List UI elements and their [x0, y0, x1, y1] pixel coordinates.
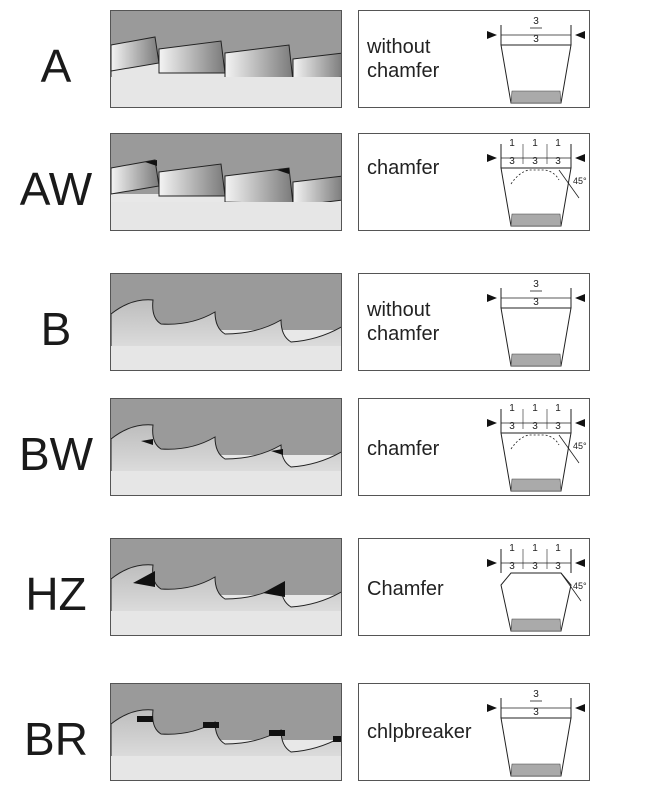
- spec-label: without chamfer: [367, 299, 440, 345]
- tooth-profile-drawing: [111, 134, 341, 230]
- tooth-profile-drawing: [111, 539, 341, 635]
- svg-text:1: 1: [532, 403, 538, 414]
- svg-text:3: 3: [555, 156, 561, 167]
- svg-text:3: 3: [533, 297, 539, 308]
- tooth-profile-drawing: [111, 274, 341, 370]
- svg-text:3: 3: [533, 279, 539, 290]
- tooth-code-label: BW: [18, 428, 94, 480]
- svg-text:1: 1: [509, 138, 515, 149]
- svg-text:3: 3: [509, 561, 515, 572]
- tooth-profile-box: [110, 538, 342, 636]
- chamfer-angle: 45°: [573, 441, 587, 451]
- spec-box: chamfer 1 3 1 3 1 3 45°: [358, 133, 590, 231]
- tooth-geometry-diagram: 1 3 1 3 1 3 45°: [487, 138, 587, 227]
- spec-label: chamfer: [367, 438, 440, 460]
- tooth-code-label: BR: [24, 713, 88, 765]
- svg-text:1: 1: [555, 543, 561, 554]
- svg-text:1: 1: [555, 403, 561, 414]
- tooth-geometry-diagram: 3 3: [487, 279, 585, 367]
- svg-text:3: 3: [509, 156, 515, 167]
- tooth-code-label: HZ: [25, 568, 87, 620]
- svg-text:3: 3: [532, 561, 538, 572]
- svg-text:1: 1: [532, 138, 538, 149]
- tooth-code-label: AW: [19, 163, 93, 215]
- tooth-profile-box: [110, 273, 342, 371]
- tooth-code-label: A: [40, 40, 72, 92]
- spec-box: without chamfer 3 3: [358, 273, 590, 371]
- spec-box: chamfer 1 3 1 3 1 3 45°: [358, 398, 590, 496]
- tooth-profile-drawing: [111, 684, 341, 780]
- tooth-geometry-diagram: 3 3: [487, 689, 585, 777]
- spec-label: chlpbreaker: [367, 721, 472, 743]
- chipbreaker-marker: [137, 716, 153, 722]
- svg-text:3: 3: [555, 421, 561, 432]
- tooth-code-label: B: [40, 303, 72, 355]
- spec-label: chamfer: [367, 157, 440, 179]
- tooth-profile-box: [110, 133, 342, 231]
- tooth-profile-drawing: [111, 11, 341, 107]
- svg-text:1: 1: [532, 543, 538, 554]
- tooth-geometry-diagram: 3 3: [487, 16, 585, 104]
- svg-text:3: 3: [533, 707, 539, 718]
- svg-text:1: 1: [509, 403, 515, 414]
- fraction-numerator: 3: [533, 16, 539, 27]
- spec-box: without chamfer 3 3: [358, 10, 590, 108]
- spec-label: Chamfer: [367, 578, 444, 600]
- svg-text:3: 3: [532, 421, 538, 432]
- chamfer-angle: 45°: [573, 176, 587, 186]
- svg-text:3: 3: [532, 156, 538, 167]
- spec-box: chlpbreaker 3 3: [358, 683, 590, 781]
- svg-text:3: 3: [533, 689, 539, 700]
- svg-text:1: 1: [555, 138, 561, 149]
- chamfer-marker: [145, 160, 157, 166]
- tooth-profile-box: [110, 398, 342, 496]
- svg-text:3: 3: [555, 561, 561, 572]
- tooth-geometry-diagram: 1 3 1 3 1 3 45°: [487, 403, 587, 492]
- tooth-profile-box: [110, 683, 342, 781]
- spec-box: Chamfer 1 3 1 3 1 3 45°: [358, 538, 590, 636]
- tooth-profile-box: [110, 10, 342, 108]
- tooth-profile-drawing: [111, 399, 341, 495]
- tooth-geometry-diagram: 1 3 1 3 1 3 45°: [487, 543, 587, 632]
- svg-text:1: 1: [509, 543, 515, 554]
- chamfer-angle: 45°: [573, 581, 587, 591]
- fraction-denominator: 3: [533, 34, 539, 45]
- svg-text:3: 3: [509, 421, 515, 432]
- spec-label: without chamfer: [367, 36, 440, 82]
